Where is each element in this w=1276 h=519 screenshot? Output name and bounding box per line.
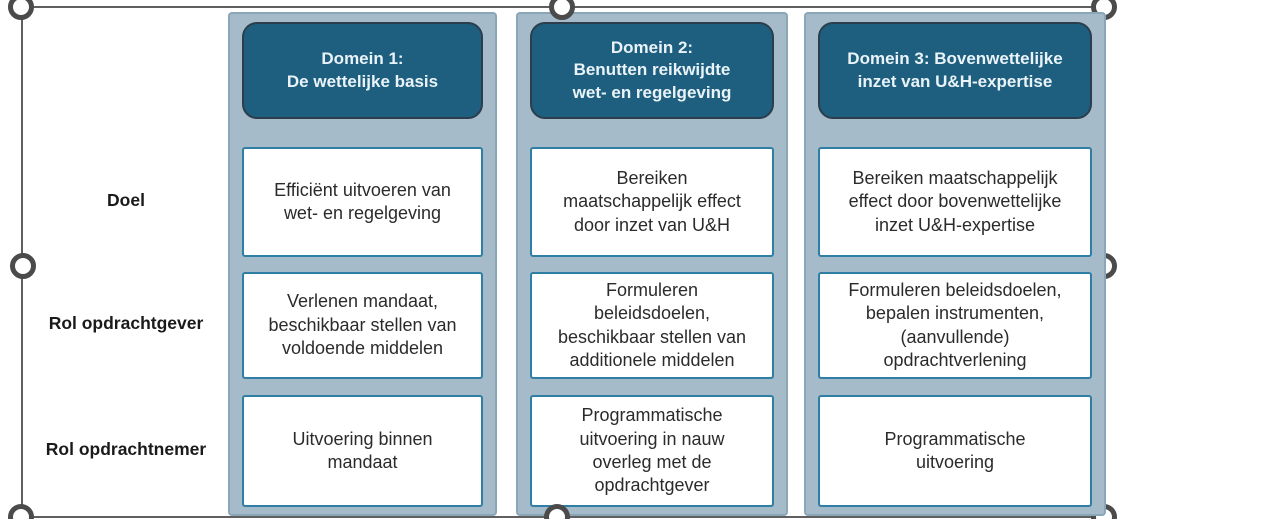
selection-handle-top-middle[interactable] xyxy=(549,0,575,20)
domain-3-header[interactable]: Domein 3: Bovenwettelijke inzet van U&H-… xyxy=(818,22,1092,119)
domain-1-panel[interactable]: Domein 1: De wettelijke basis Efficiënt … xyxy=(228,12,497,516)
domain-3-rol-opdrachtgever-cell[interactable]: Formuleren beleidsdoelen, bepalen instru… xyxy=(818,272,1092,379)
row-label-rol-opdrachtgever[interactable]: Rol opdrachtgever xyxy=(48,313,204,333)
domain-2-header[interactable]: Domein 2: Benutten reikwijdte wet- en re… xyxy=(530,22,774,119)
domain-2-rol-opdrachtnemer-cell[interactable]: Programmatische uitvoering in nauw overl… xyxy=(530,395,774,507)
selection-handle-top-left[interactable] xyxy=(8,0,34,20)
domain-1-header[interactable]: Domein 1: De wettelijke basis xyxy=(242,22,483,119)
row-label-rol-opdrachtnemer[interactable]: Rol opdrachtnemer xyxy=(45,438,207,459)
selection-handle-bottom-left[interactable] xyxy=(8,504,34,519)
domain-3-panel[interactable]: Domein 3: Bovenwettelijke inzet van U&H-… xyxy=(804,12,1106,516)
domain-1-rol-opdrachtgever-cell[interactable]: Verlenen mandaat, beschikbaar stellen va… xyxy=(242,272,483,379)
domain-3-doel-cell[interactable]: Bereiken maatschappelijk effect door bov… xyxy=(818,147,1092,257)
selection-handle-middle-left[interactable] xyxy=(10,253,36,279)
domain-2-panel[interactable]: Domein 2: Benutten reikwijdte wet- en re… xyxy=(516,12,788,516)
row-label-doel[interactable]: Doel xyxy=(107,189,145,210)
domain-3-rol-opdrachtnemer-cell[interactable]: Programmatische uitvoering xyxy=(818,395,1092,507)
selection-handle-bottom-middle[interactable] xyxy=(544,504,570,519)
domain-1-rol-opdrachtnemer-cell[interactable]: Uitvoering binnen mandaat xyxy=(242,395,483,507)
domain-2-doel-cell[interactable]: Bereiken maatschappelijk effect door inz… xyxy=(530,147,774,257)
domain-1-doel-cell[interactable]: Efficiënt uitvoeren van wet- en regelgev… xyxy=(242,147,483,257)
domain-2-rol-opdrachtgever-cell[interactable]: Formuleren beleidsdoelen, beschikbaar st… xyxy=(530,272,774,379)
